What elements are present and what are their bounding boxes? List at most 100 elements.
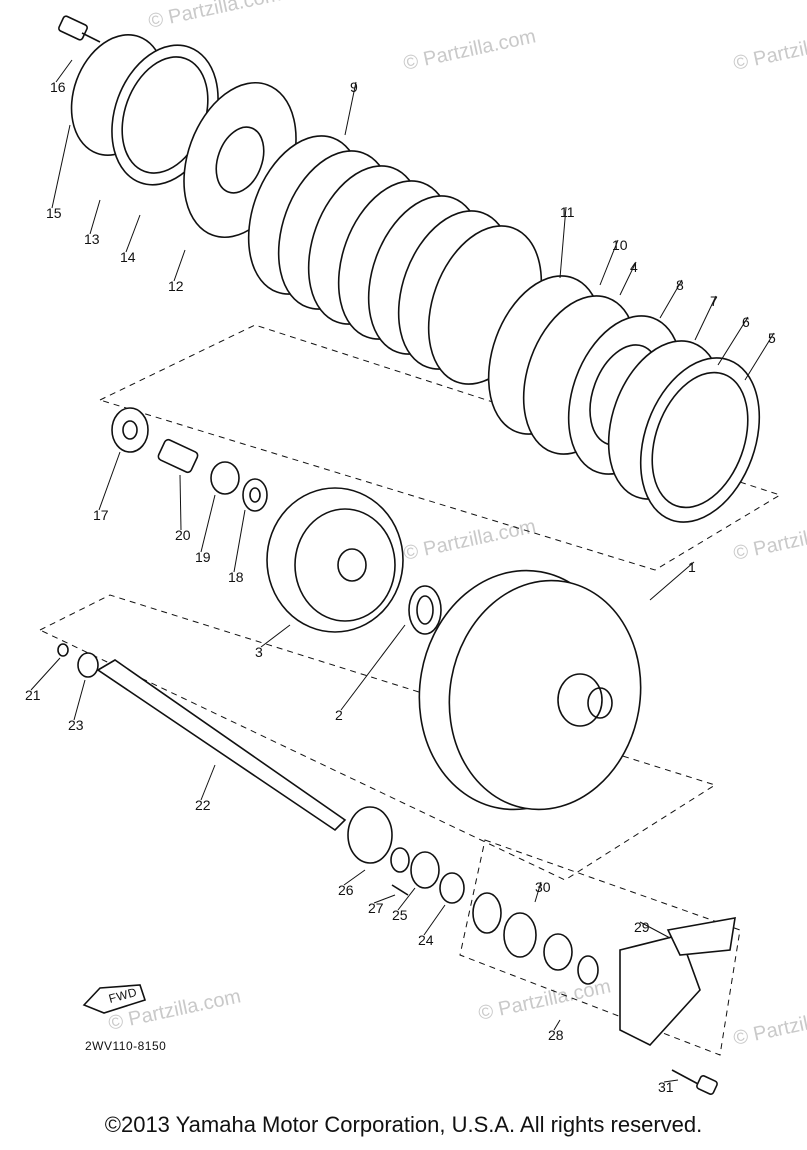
leader-line-7 bbox=[694, 295, 717, 341]
callout-labels: 1234567891011121314151617181920212223242… bbox=[25, 79, 776, 1095]
callout-28: 28 bbox=[548, 1027, 564, 1043]
oring-26 bbox=[390, 847, 410, 873]
callout-2: 2 bbox=[335, 707, 343, 723]
callout-27: 27 bbox=[368, 900, 384, 916]
leader-line-8 bbox=[659, 279, 683, 319]
collar-25 bbox=[410, 851, 440, 889]
clutch-housing bbox=[418, 569, 642, 811]
leader-line-27 bbox=[373, 894, 396, 904]
bearing-26 bbox=[347, 806, 393, 864]
callout-13: 13 bbox=[84, 231, 100, 247]
callout-25: 25 bbox=[392, 907, 408, 923]
spring-28 bbox=[577, 955, 599, 985]
callout-14: 14 bbox=[120, 249, 136, 265]
push-rod-22 bbox=[96, 659, 347, 832]
watermark-1: © Partzilla.com bbox=[146, 0, 282, 33]
callout-15: 15 bbox=[46, 205, 62, 221]
callout-20: 20 bbox=[175, 527, 191, 543]
leader-line-29 bbox=[639, 921, 671, 939]
bolt-shank bbox=[81, 32, 101, 43]
clutch-plate-stack bbox=[247, 135, 761, 523]
plate-5 bbox=[639, 357, 761, 523]
leader-line-30 bbox=[534, 881, 542, 903]
callout-23: 23 bbox=[68, 717, 84, 733]
leader-line-24 bbox=[423, 904, 446, 936]
leader-line-15 bbox=[51, 124, 71, 209]
callout-7: 7 bbox=[710, 293, 718, 309]
piston-30 bbox=[503, 912, 537, 958]
callout-31: 31 bbox=[658, 1079, 674, 1095]
lower-group-outline bbox=[38, 594, 717, 881]
leader-line-20 bbox=[179, 474, 182, 531]
washer-18 bbox=[242, 478, 268, 512]
leader-line-23 bbox=[73, 679, 86, 721]
boss-hub bbox=[215, 126, 265, 194]
leader-line-12 bbox=[173, 249, 186, 282]
collar-19 bbox=[210, 461, 240, 495]
watermark-5: © Partzilla.com bbox=[731, 515, 807, 565]
callout-12: 12 bbox=[168, 278, 184, 294]
leader-line-31 bbox=[663, 1079, 679, 1083]
callout-30: 30 bbox=[535, 879, 551, 895]
callout-9: 9 bbox=[350, 79, 358, 95]
leader-line-13 bbox=[89, 199, 101, 235]
callout-11: 11 bbox=[560, 204, 575, 220]
seal-ring bbox=[472, 892, 502, 934]
leader-line-25 bbox=[397, 887, 416, 911]
pressure-plate-assembly bbox=[58, 15, 297, 239]
fwd-arrow-icon: FWD bbox=[82, 984, 147, 1014]
watermark-3: © Partzilla.com bbox=[731, 25, 807, 75]
callout-21: 21 bbox=[25, 687, 41, 703]
leader-line-18 bbox=[233, 509, 246, 573]
callout-8: 8 bbox=[676, 277, 684, 293]
diagram-code: 2WV110-8150 bbox=[85, 1039, 166, 1053]
leader-line-26 bbox=[343, 869, 366, 886]
callout-29: 29 bbox=[634, 919, 650, 935]
washer-2 bbox=[408, 585, 442, 635]
pin-27 bbox=[391, 884, 409, 896]
leader-line-11 bbox=[559, 206, 567, 279]
upper-group-outline bbox=[98, 324, 782, 571]
ball-21 bbox=[57, 643, 69, 657]
leader-line-21 bbox=[30, 657, 61, 691]
callout-17: 17 bbox=[93, 507, 109, 523]
leader-lines bbox=[30, 59, 775, 1083]
leader-line-16 bbox=[55, 59, 73, 83]
leader-line-14 bbox=[125, 214, 141, 253]
callout-3: 3 bbox=[255, 644, 263, 660]
callout-22: 22 bbox=[195, 797, 211, 813]
leader-line-22 bbox=[200, 764, 216, 801]
leader-line-28 bbox=[553, 1019, 561, 1031]
push-rod-parts bbox=[57, 643, 465, 904]
callout-26: 26 bbox=[338, 882, 354, 898]
watermark-8: © Partzilla.com bbox=[731, 1000, 807, 1050]
callout-10: 10 bbox=[612, 237, 628, 253]
release-group-outline bbox=[459, 839, 741, 1056]
cup-30 bbox=[543, 933, 573, 971]
ring-23 bbox=[77, 652, 99, 678]
bearing-17 bbox=[111, 407, 149, 453]
leader-line-10 bbox=[599, 239, 619, 286]
leader-line-2 bbox=[340, 624, 406, 711]
callout-5: 5 bbox=[768, 330, 776, 346]
ring-24 bbox=[439, 872, 465, 904]
leader-line-17 bbox=[98, 451, 121, 511]
bracket-29 bbox=[666, 917, 736, 956]
watermark-2: © Partzilla.com bbox=[401, 25, 537, 75]
leader-line-6 bbox=[717, 316, 749, 366]
leader-line-19 bbox=[200, 494, 216, 553]
leader-line-4 bbox=[619, 261, 637, 296]
primary-driven-parts bbox=[111, 407, 442, 635]
callout-19: 19 bbox=[195, 549, 211, 565]
callout-16: 16 bbox=[50, 79, 66, 95]
bolt-31 bbox=[671, 1069, 701, 1086]
clutch-exploded-diagram: © Partzilla.com © Partzilla.com © Partzi… bbox=[25, 0, 807, 1095]
callout-18: 18 bbox=[228, 569, 244, 585]
leader-line-5 bbox=[744, 332, 775, 381]
gear-3 bbox=[266, 487, 404, 633]
callout-4: 4 bbox=[630, 259, 638, 275]
release-mechanism bbox=[472, 892, 736, 1095]
callout-1: 1 bbox=[688, 559, 696, 575]
watermark-4: © Partzilla.com bbox=[401, 515, 537, 565]
copyright-notice: ©2013 Yamaha Motor Corporation, U.S.A. A… bbox=[104, 1112, 703, 1137]
